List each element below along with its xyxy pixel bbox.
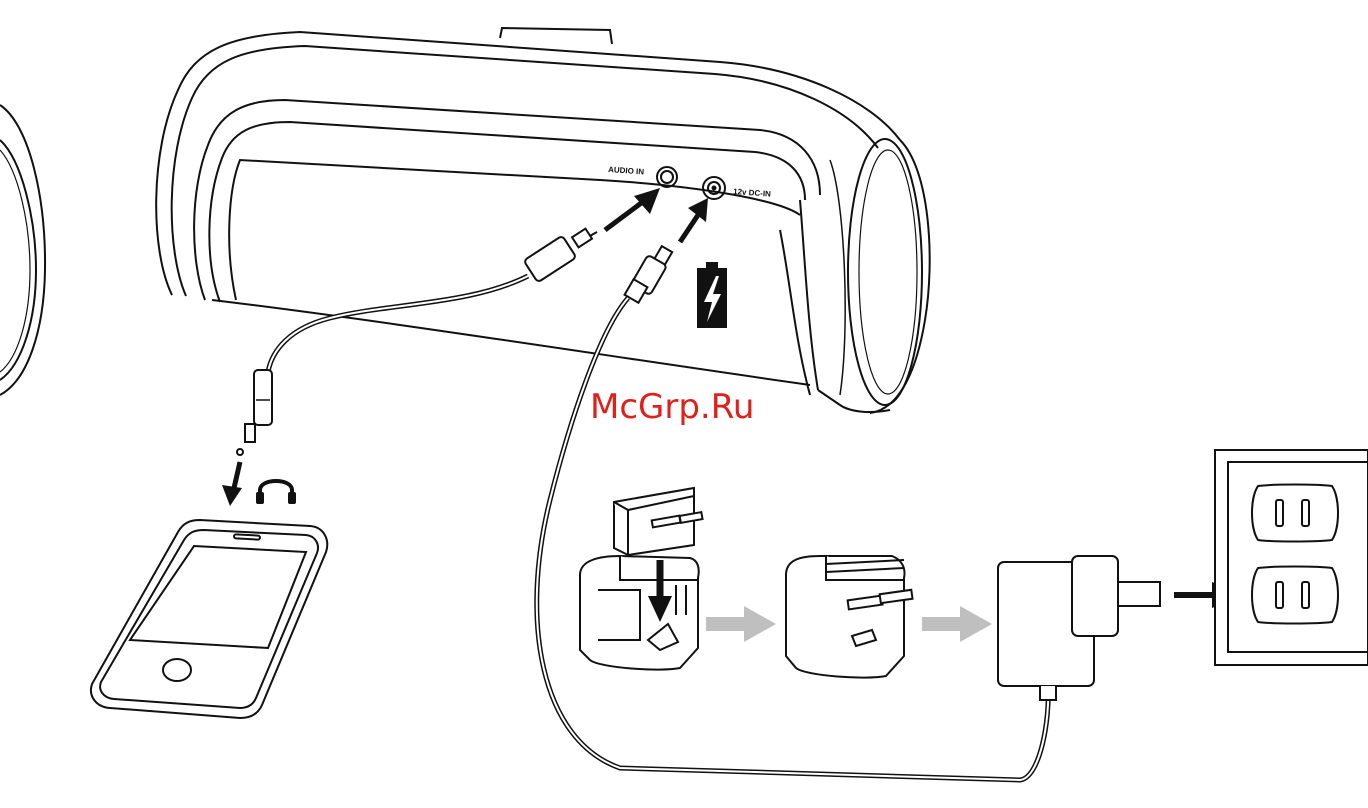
audio-in-label: AUDIO IN [608,165,645,177]
arrow-to-dc-in [680,198,708,242]
plug-adapter-clip [614,488,703,555]
arrow-to-audio-in [605,188,660,230]
dc-in-jack [703,177,725,199]
plug-adapter-body-1 [580,556,699,670]
plug-adapter-assembled [786,556,913,678]
partial-speaker-left [0,105,45,395]
flow-arrow-1 [706,606,776,642]
battery-charging-icon [697,262,727,328]
audio-cable [237,229,597,455]
wall-outlet-icon [1215,450,1368,665]
arrow-to-phone [222,462,242,506]
smartphone-icon [91,520,327,718]
audio-in-jack [657,167,677,187]
watermark: McGrp.Ru [590,387,754,427]
headphones-icon [256,481,296,504]
flow-arrow-2 [922,606,992,642]
power-adapter-icon [998,556,1160,700]
dc-in-label: 12v DC-IN [733,187,772,199]
